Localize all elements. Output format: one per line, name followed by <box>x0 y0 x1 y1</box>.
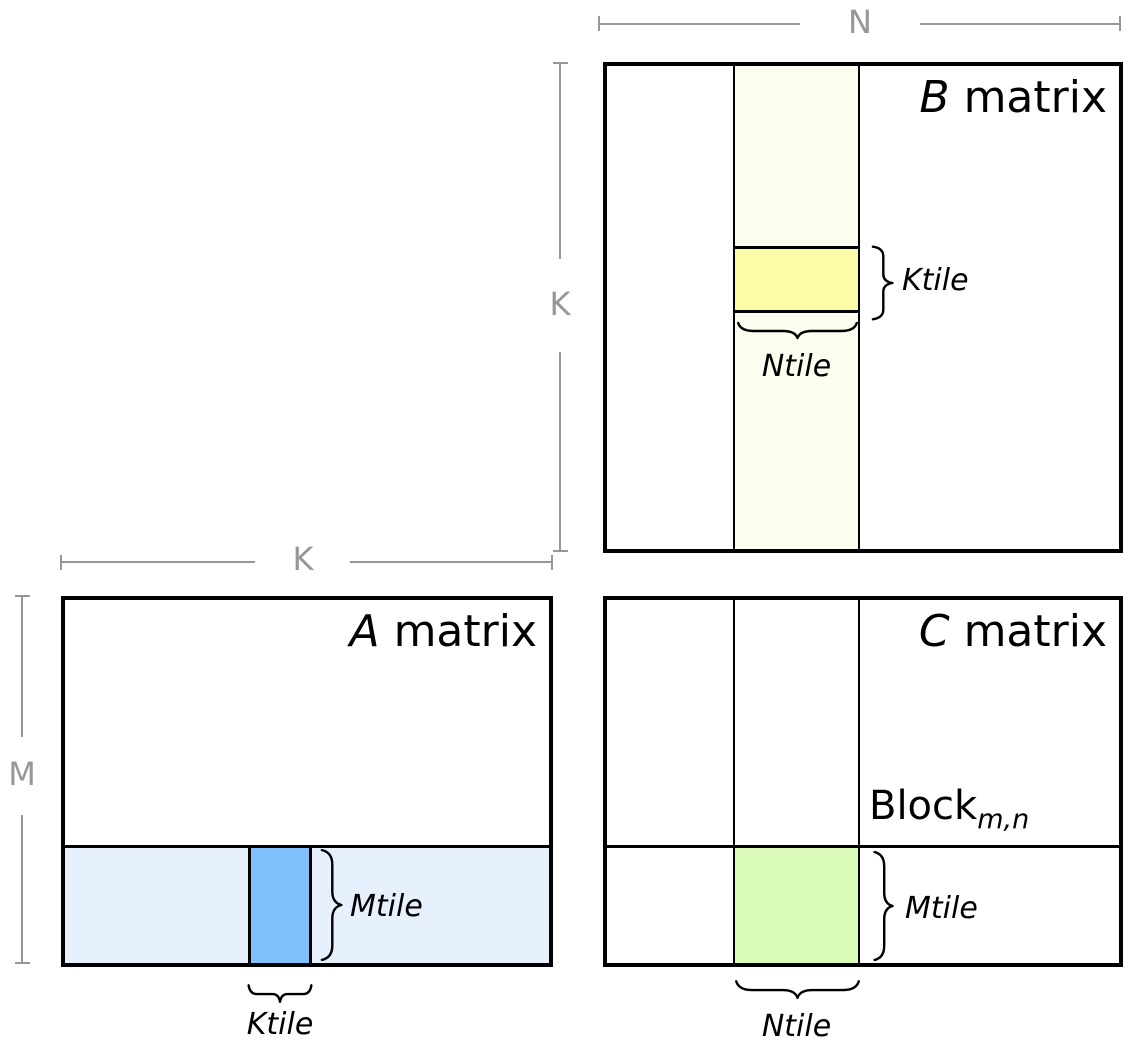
c-mtile-label: Mtile <box>905 891 978 926</box>
a-matrix-title: A matrix <box>349 606 537 657</box>
b-ntile-label: Ntile <box>761 349 832 384</box>
c-matrix-title-suffix: matrix <box>949 606 1107 657</box>
c-ntile-brace <box>735 978 860 1000</box>
dim-n-segment-right <box>920 23 1121 25</box>
c-block-label-base: Block <box>869 783 978 829</box>
b-matrix-title: B matrix <box>919 72 1107 123</box>
dim-kv-segment-top <box>559 63 561 259</box>
b-ntile-brace <box>737 320 858 340</box>
dim-n-segment-left <box>598 23 800 25</box>
dim-kv-tick-bottom <box>553 550 568 552</box>
dim-m-segment-top <box>21 596 23 737</box>
dim-kv-label: K <box>549 285 571 323</box>
dim-kv-segment-bottom <box>559 352 561 551</box>
a-ktile-brace <box>248 982 312 1004</box>
a-mtile-label: Mtile <box>350 889 423 924</box>
b-matrix-box: B matrix Ktile Ntile <box>603 62 1123 553</box>
b-ktile-brace <box>869 246 895 320</box>
dim-kh-tick-right <box>551 555 553 570</box>
b-ktile-label: Ktile <box>902 263 969 298</box>
dim-m-segment-bottom <box>21 815 23 963</box>
b-matrix-title-suffix: matrix <box>949 72 1107 123</box>
dim-kh-segment-left <box>61 561 255 563</box>
c-matrix-letter: C <box>918 606 950 657</box>
a-matrix-title-suffix: matrix <box>379 606 537 657</box>
dim-n-label: N <box>848 3 872 41</box>
a-matrix-letter: A <box>349 606 380 657</box>
c-block-label-subscript: m,n <box>977 804 1030 835</box>
a-mtile-tile <box>248 845 312 963</box>
dim-n-tick-right <box>1119 16 1121 31</box>
c-mtile-brace <box>871 851 895 961</box>
dim-m-label: M <box>8 755 36 793</box>
a-matrix-box: A matrix Mtile <box>61 596 553 967</box>
c-block-label: Blockm,n <box>869 784 1029 835</box>
c-ntile-label: Ntile <box>761 1009 832 1044</box>
c-row-line <box>607 845 1119 848</box>
b-ktile-tile <box>733 246 860 313</box>
c-matrix-box: C matrix Blockm,n Mtile <box>603 596 1123 967</box>
c-column-line-right <box>858 600 860 845</box>
dim-m-tick-bottom <box>15 962 30 964</box>
c-block-tile <box>733 845 860 963</box>
c-matrix-title: C matrix <box>918 606 1107 657</box>
a-mtile-brace <box>318 849 344 961</box>
b-matrix-letter: B <box>919 72 950 123</box>
dim-kh-label: K <box>292 540 314 578</box>
a-ktile-label: Ktile <box>246 1007 314 1042</box>
dim-kh-segment-right <box>350 561 552 563</box>
c-column-line-left <box>733 600 735 845</box>
